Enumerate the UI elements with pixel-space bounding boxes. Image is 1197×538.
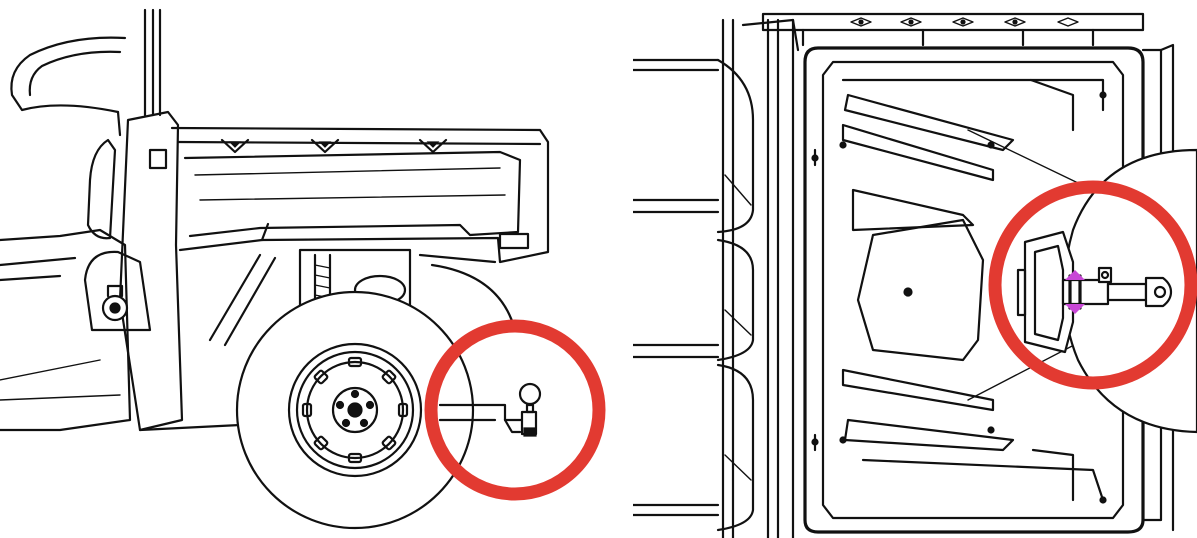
- seat-back: [86, 138, 117, 240]
- cargo-bed: [170, 126, 550, 264]
- rear-wheel: [235, 290, 475, 530]
- hitch-pin: [1097, 266, 1113, 284]
- top-slots: [850, 17, 1079, 27]
- tail-light: [498, 232, 530, 250]
- frame-rails: [633, 18, 795, 538]
- hitch-receiver: [438, 382, 542, 437]
- left-cross-members: [716, 58, 755, 532]
- pink-dimension-marker: [1065, 270, 1085, 314]
- skid-plate: [803, 46, 1145, 534]
- hitch-assembly: [1016, 230, 1173, 354]
- drawbar: [1106, 282, 1148, 302]
- bottom-view-panel: [633, 0, 1197, 538]
- top-edge: [741, 12, 1145, 52]
- highlight-circle-right: [988, 180, 1197, 390]
- pillar-light: [148, 148, 168, 170]
- rim-slots: [301, 356, 409, 464]
- side-view-drawing: [0, 8, 606, 530]
- body-side-panel: [0, 228, 242, 432]
- bottom-view-drawing: [633, 12, 1197, 538]
- side-view-panel: [0, 8, 606, 530]
- lug-nuts: [335, 389, 375, 428]
- highlight-circle-left: [424, 319, 606, 501]
- rear-pillar: [118, 110, 184, 432]
- hitch-ball: [518, 382, 542, 406]
- fender: [418, 253, 517, 332]
- roll-cage: [10, 8, 162, 137]
